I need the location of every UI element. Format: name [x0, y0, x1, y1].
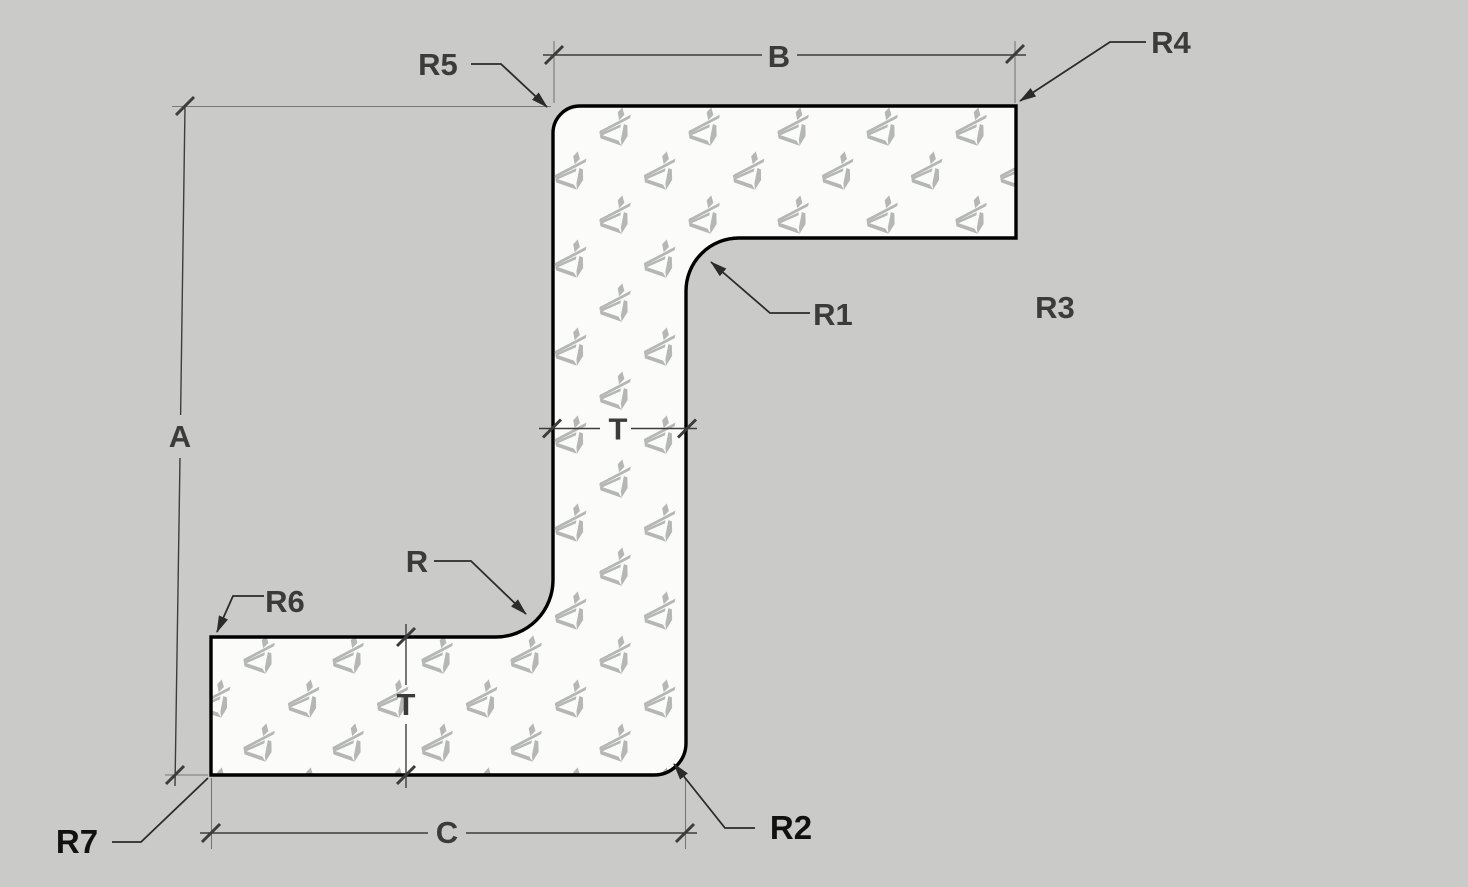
svg-text:R1: R1: [813, 297, 853, 332]
svg-text:B: B: [768, 39, 790, 74]
svg-text:C: C: [436, 815, 458, 850]
svg-text:R3: R3: [1035, 290, 1075, 325]
svg-text:A: A: [169, 419, 191, 454]
svg-text:T: T: [397, 687, 416, 722]
svg-text:R6: R6: [265, 584, 305, 619]
svg-text:R5: R5: [418, 47, 458, 82]
svg-text:R: R: [406, 544, 428, 579]
svg-text:T: T: [609, 412, 628, 447]
svg-text:R4: R4: [1151, 25, 1191, 60]
svg-text:R2: R2: [770, 809, 812, 846]
svg-text:R7: R7: [56, 823, 98, 860]
